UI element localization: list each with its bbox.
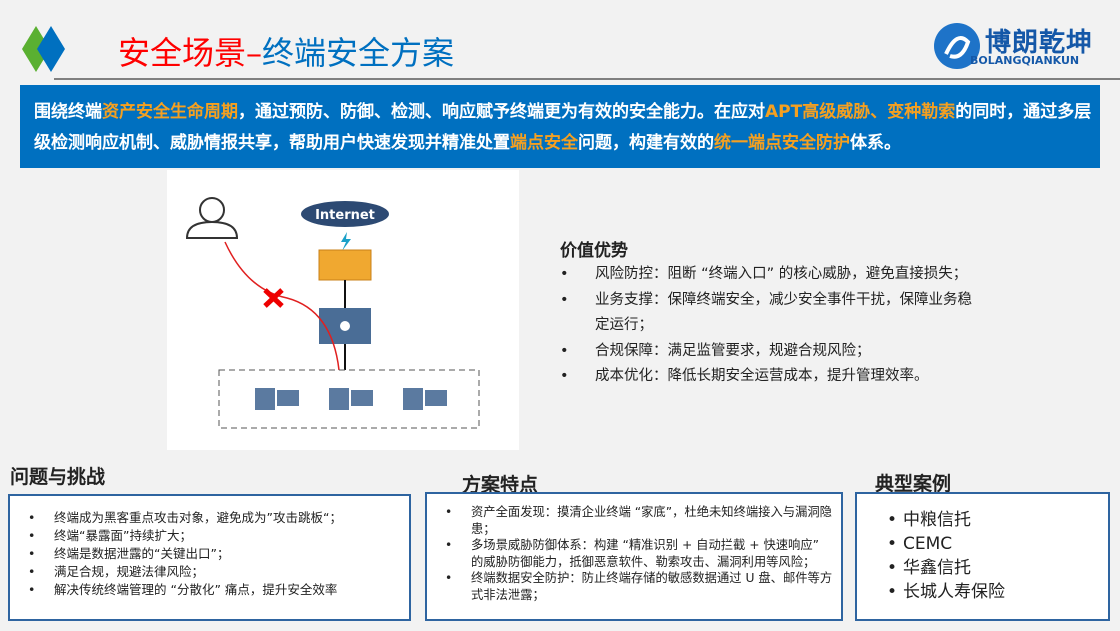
feature-item: • 多场景威胁防御体系：构建 “精准识别 + 自动拦截 + 快速响应” 的威胁防御… [435, 537, 833, 570]
internet-cloud-icon: Internet [301, 201, 389, 227]
case-item-text: CEMC [903, 534, 953, 554]
problems-title: 问题与挑战 [10, 466, 106, 488]
problem-item: • 终端成为黑客重点攻击对象，避免成为”攻击跳板“； [18, 509, 401, 527]
case-item: •华鑫信托 [867, 556, 1098, 580]
bullet: • [560, 266, 569, 282]
value-title: 价值优势 [560, 241, 628, 261]
banner-text: 问题，构建有效的 [578, 133, 714, 153]
value-item: • 合规保障：满足监管要求，规避合规风险； [560, 339, 980, 365]
cases-title: 典型案例 [875, 473, 952, 495]
bullet: • [28, 582, 36, 597]
banner-highlight: 统一端点安全防护 [714, 133, 850, 153]
feature-item-text: 资产全面发现：摸清企业终端 “家底”，杜绝未知终端接入与漏洞隐患； [471, 505, 832, 536]
page-title: 安全场景–终端安全方案 [118, 28, 454, 74]
bullet: • [445, 505, 453, 519]
bullet: • [28, 528, 36, 543]
feature-item: • 资产全面发现：摸清企业终端 “家底”，杜绝未知终端接入与漏洞隐患； [435, 504, 833, 537]
title-red: 安全场景– [118, 34, 263, 72]
intro-banner: 围绕终端资产安全生命周期，通过预防、防御、检测、响应赋予终端更为有效的安全能力。… [20, 85, 1100, 168]
header-divider [54, 78, 1120, 80]
banner-text: 的同时，通过多层级检测响应机制、威胁情报共享，帮助用户快速发现并精准处置 [34, 102, 1092, 153]
value-item: • 业务支撑：保障终端安全，减少安全事件干扰，保障业务稳定运行； [560, 288, 980, 339]
bullet: • [560, 368, 569, 384]
title-blue: 终端安全方案 [262, 34, 455, 72]
computer-icon [255, 388, 447, 410]
problem-item-text: 终端“暴露面”持续扩大； [54, 528, 192, 543]
banner-text: 体系。 [850, 133, 901, 153]
problem-item: • 解决传统终端管理的 “分散化” 痛点，提升安全效率 [18, 581, 401, 599]
user-icon [185, 197, 239, 239]
case-item: •CEMC [867, 532, 1098, 556]
case-item: •长城人寿保险 [867, 580, 1098, 604]
value-item-text: 合规保障：满足监管要求，规避合规风险； [595, 342, 871, 359]
blocked-x-icon [263, 288, 284, 308]
problem-item-text: 终端成为黑客重点攻击对象，避免成为”攻击跳板“； [54, 510, 342, 525]
cloud-label: Internet [315, 208, 375, 223]
endpoint-group [218, 369, 480, 429]
banner-highlight: 端点安全 [510, 133, 578, 153]
bullet: • [560, 291, 569, 308]
case-item-text: 长城人寿保险 [903, 582, 1005, 602]
value-item: • 风险防控：阻断 “终端入口” 的核心威胁，避免直接损失； [560, 262, 980, 288]
features-title: 方案特点 [462, 474, 539, 496]
case-item-text: 华鑫信托 [903, 558, 971, 578]
bullet: • [445, 538, 453, 552]
bullet: • [560, 342, 569, 359]
feature-item-text: 终端数据安全防护：防止终端存储的敏感数据通过 U 盘、邮件等方式非法泄露； [471, 571, 833, 602]
network-diagram: Internet [167, 170, 519, 450]
case-item-text: 中粮信托 [903, 510, 971, 530]
bullet: • [887, 582, 898, 602]
bullet: • [28, 510, 36, 525]
value-item-text: 成本优化：降低长期安全运营成本，提升管理效率。 [595, 368, 929, 384]
banner-text: ，通过预防、防御、检测、响应赋予终端更为有效的安全能力。在应对 [238, 102, 765, 122]
banner-highlight: APT高级威胁、变种勒索 [765, 102, 956, 122]
problem-item-text: 解决传统终端管理的 “分散化” 痛点，提升安全效率 [54, 582, 338, 597]
features-box: • 资产全面发现：摸清企业终端 “家底”，杜绝未知终端接入与漏洞隐患； • 多场景威胁… [425, 492, 843, 621]
problem-item: • 终端是数据泄露的“关键出口”； [18, 545, 401, 563]
lightning-icon [341, 232, 351, 251]
bullet: • [445, 571, 453, 585]
problem-item: • 满足合规，规避法律风险； [18, 563, 401, 581]
bullet: • [887, 534, 898, 554]
value-list: • 风险防控：阻断 “终端入口” 的核心威胁，避免直接损失； • 业务支撑：保障终端安… [560, 262, 980, 390]
case-item: •中粮信托 [867, 508, 1098, 532]
value-item-text: 风险防控：阻断 “终端入口” 的核心威胁，避免直接损失； [595, 266, 968, 282]
company-logo-icon [932, 20, 982, 76]
problem-item-text: 满足合规，规避法律风险； [54, 564, 205, 579]
bullet: • [887, 558, 898, 578]
value-item-text: 业务支撑：保障终端安全，减少安全事件干扰，保障业务稳定运行； [595, 291, 972, 334]
banner-highlight: 资产安全生命周期 [102, 102, 238, 122]
firewall-icon [318, 249, 372, 281]
problem-item-text: 终端是数据泄露的“关键出口”； [54, 546, 230, 561]
bullet: • [28, 546, 36, 561]
feature-item: • 终端数据安全防护：防止终端存储的敏感数据通过 U 盘、邮件等方式非法泄露； [435, 570, 833, 603]
logo-subtext: BOLANGQIANKUN [970, 54, 1080, 67]
bullet: • [887, 510, 898, 530]
value-item: • 成本优化：降低长期安全运营成本，提升管理效率。 [560, 364, 980, 390]
section-logo-icon [20, 24, 110, 78]
problems-box: • 终端成为黑客重点攻击对象，避免成为”攻击跳板“； • 终端“暴露面”持续扩大； • 终… [8, 494, 411, 621]
bullet: • [28, 564, 36, 579]
logo-text: 博朗乾坤 [985, 28, 1094, 58]
banner-text: 围绕终端 [34, 102, 102, 122]
problem-item: • 终端“暴露面”持续扩大； [18, 527, 401, 545]
cases-box: •中粮信托•CEMC•华鑫信托•长城人寿保险 [855, 492, 1110, 621]
feature-item-text: 多场景威胁防御体系：构建 “精准识别 + 自动拦截 + 快速响应” 的威胁防御能… [471, 538, 820, 569]
